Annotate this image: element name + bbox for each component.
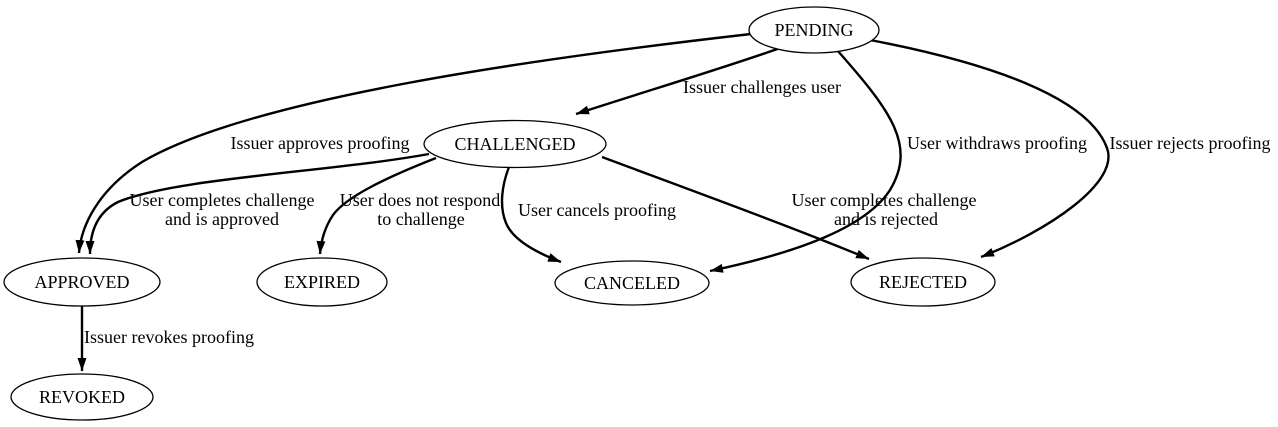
state-node-rejected-shape (850, 257, 996, 307)
edge-challenged-approved (85, 152, 430, 255)
state-node-challenged-shape (423, 119, 607, 169)
edge-label-challenged-approved-line2: and is approved (165, 209, 279, 229)
state-node-approved: APPROVED (3, 257, 161, 307)
edge-pending-rejected (869, 38, 1110, 259)
state-node-challenged-label: CHALLENGED (455, 134, 576, 154)
edge-label-challenged-rejected-line1: User completes challenge (792, 190, 977, 210)
edge-label-challenged-canceled: User cancels proofing (518, 200, 676, 220)
state-node-pending-shape (748, 6, 880, 54)
state-node-canceled-shape (554, 260, 710, 306)
edge-label-challenged-expired-line2: to challenge (377, 209, 464, 229)
edge-challenged-expired (316, 156, 437, 255)
state-node-revoked-label: REVOKED (39, 387, 125, 407)
state-node-revoked-shape (10, 373, 154, 421)
edge-labels: Issuer challenges user Issuer approves p… (84, 77, 1270, 347)
state-node-expired-shape (256, 257, 388, 307)
edge-label-pending-rejected: Issuer rejects proofing (1110, 133, 1271, 153)
edges (75, 32, 1110, 371)
edge-challenged-canceled (500, 166, 562, 264)
edge-label-challenged-expired-line1: User does not respond (340, 190, 500, 210)
edge-pending-approved (75, 32, 752, 254)
state-node-approved-label: APPROVED (34, 272, 129, 292)
state-node-challenged: CHALLENGED (423, 119, 607, 169)
edge-label-pending-canceled: User withdraws proofing (907, 133, 1087, 153)
state-node-pending-label: PENDING (775, 20, 854, 40)
state-node-expired-label: EXPIRED (284, 272, 360, 292)
nodes: PENDING CHALLENGED APPROVED EXPIRED CANC… (3, 6, 996, 421)
edge-challenged-rejected (601, 155, 870, 261)
state-node-revoked: REVOKED (10, 373, 154, 421)
edge-label-pending-approved: Issuer approves proofing (231, 133, 410, 153)
edge-pending-challenged (575, 45, 784, 116)
state-node-pending: PENDING (748, 6, 880, 54)
state-node-rejected: REJECTED (850, 257, 996, 307)
state-node-expired: EXPIRED (256, 257, 388, 307)
edge-label-pending-challenged: Issuer challenges user (683, 77, 841, 97)
state-node-canceled-label: CANCELED (584, 273, 680, 293)
edge-pending-canceled (709, 49, 902, 273)
state-node-approved-shape (3, 257, 161, 307)
edge-label-approved-revoked: Issuer revokes proofing (84, 327, 254, 347)
edge-label-challenged-rejected-line2: and is rejected (834, 209, 938, 229)
state-node-rejected-label: REJECTED (879, 272, 967, 292)
state-node-canceled: CANCELED (554, 260, 710, 306)
edge-label-challenged-approved-line1: User completes challenge (130, 190, 315, 210)
